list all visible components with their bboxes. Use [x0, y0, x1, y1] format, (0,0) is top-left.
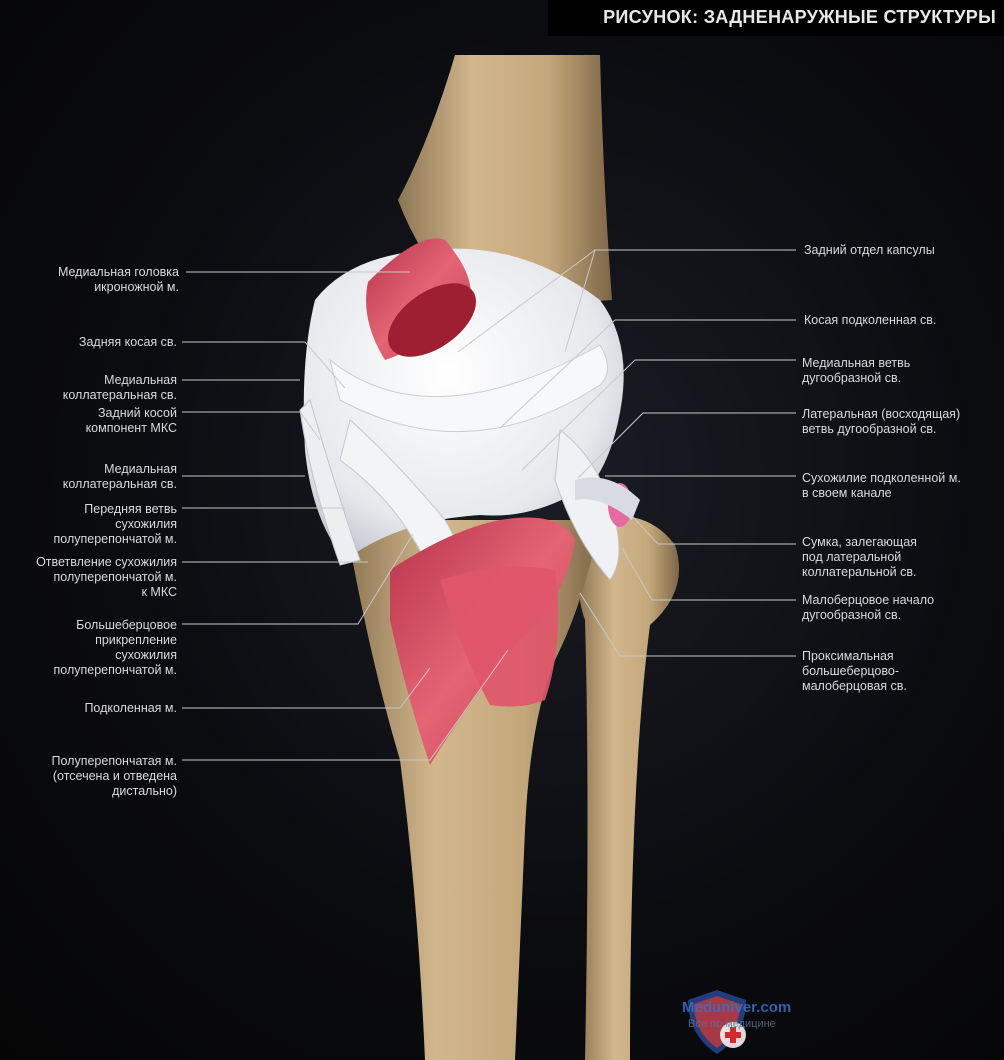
label-tibial-insertion: Большеберцовое прикрепление сухожилия по…	[53, 618, 178, 677]
semimembranosus-muscle	[440, 566, 559, 707]
label-medial-arcuate-branch: Медиальная ветвь дугообразной св.	[802, 356, 911, 385]
label-popliteus-muscle: Подколенная м.	[84, 701, 177, 715]
label-lateral-arcuate-branch: Латеральная (восходящая) ветвь дугообраз…	[802, 407, 961, 436]
leader-fibular-origin	[621, 547, 796, 601]
label-poc-mcl: Задний косой компонент МКС	[85, 406, 177, 435]
arcuate-ligament	[554, 429, 620, 581]
leader-posterior-capsule-2	[564, 249, 596, 353]
leader-poc-mcl	[182, 411, 321, 441]
leader-bursa	[631, 515, 796, 545]
label-posterior-capsule: Задний отдел капсулы	[804, 243, 935, 257]
label-medial-gastrocnemius: Медиальная головка икроножной м.	[57, 265, 179, 294]
oblique-popliteal-band	[329, 344, 608, 433]
fibula	[578, 515, 680, 1060]
label-oblique-popliteal-ligament: Косая подколенная св.	[804, 313, 937, 327]
leader-lines	[182, 249, 796, 761]
mcl-band	[299, 399, 361, 566]
label-semimembranosus-mcl-branch: Ответвление сухожилия полуперепончатой м…	[36, 555, 177, 599]
leader-lateral-arcuate	[577, 412, 796, 479]
popliteus-tendon	[575, 477, 640, 520]
watermark-name: Meduniver.com	[682, 999, 792, 1016]
watermark-tagline: Все по медицине	[688, 1018, 776, 1030]
gastrocnemius-cut-surface	[388, 283, 476, 357]
label-semimembranosus-muscle: Полуперепончатая м. (отсечена и отведена…	[51, 754, 178, 798]
watermark-shield-icon	[688, 990, 746, 1054]
leader-medial-arcuate	[521, 359, 796, 471]
label-semimembranosus-anterior-branch: Передняя ветвь сухожилия полуперепончато…	[53, 502, 178, 546]
leader-posterior-oblique	[182, 341, 346, 389]
femur	[398, 55, 612, 310]
label-mcl-upper: Медиальная коллатеральная св.	[62, 373, 177, 402]
leader-semimembranosus	[182, 649, 509, 761]
leader-popliteus	[182, 667, 431, 709]
label-popliteus-tendon: Сухожилие подколенной м. в своем канале	[802, 471, 961, 500]
figure-title: РИСУНОК: ЗАДНЕНАРУЖНЫЕ СТРУКТУРЫ	[603, 7, 996, 27]
label-mcl-lower: Медиальная коллатеральная св.	[62, 462, 177, 491]
leader-tibial-insertion	[182, 533, 414, 625]
label-proximal-tibiofibular: Проксимальная большеберцово- малоберцова…	[802, 649, 907, 693]
label-lcl-bursa: Сумка, залегающая под латеральной коллат…	[802, 535, 917, 579]
label-posterior-oblique-ligament: Задняя косая св.	[78, 335, 177, 349]
leader-oblique-popliteal	[499, 319, 796, 429]
title-bar: РИСУНОК: ЗАДНЕНАРУЖНЫЕ СТРУКТУРЫ	[548, 0, 1004, 36]
label-fibular-origin-arcuate: Малоберцовое начало дугообразной св.	[802, 593, 935, 622]
leader-tibiofibular	[579, 592, 796, 657]
